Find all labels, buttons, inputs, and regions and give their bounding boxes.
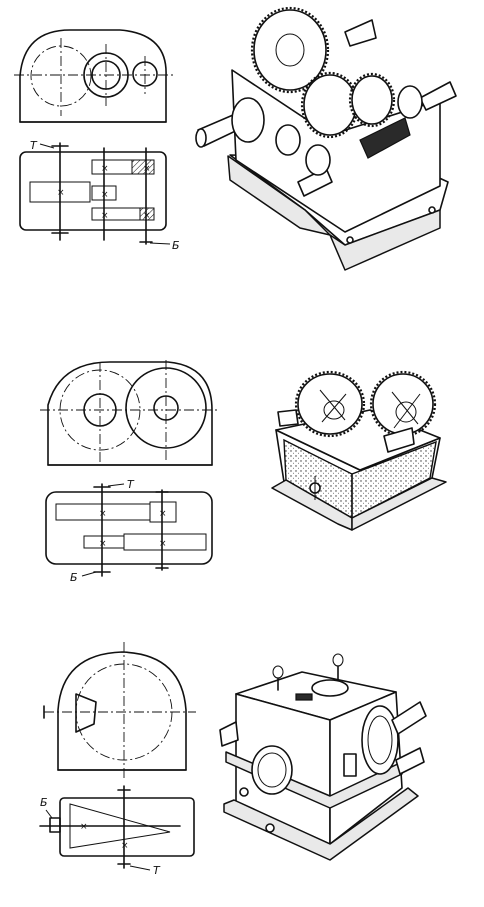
reducer-1-label-b: Б [172,239,180,252]
svg-text:×: × [101,211,109,221]
reducer-3-illustration [219,653,427,861]
reducer-3: × × Б T [39,642,427,877]
reducer-1-label-t: T [30,139,38,152]
svg-text:×: × [101,164,109,174]
reducer-1-kinematic-scheme: × × × × × × T Б [19,139,180,252]
reducer-1: × × × × × × T Б [14,6,457,271]
svg-text:×: × [99,539,107,549]
reducer-3-label-b: Б [40,796,48,809]
svg-text:×: × [143,164,151,174]
reducer-2-label-t: T [127,478,135,491]
svg-text:×: × [80,822,88,832]
svg-text:×: × [143,211,151,221]
svg-text:×: × [99,509,107,519]
svg-text:×: × [57,188,65,198]
svg-text:×: × [121,841,129,851]
reducer-3-kinematic-scheme: × × Б T [39,785,195,877]
reducer-2-side-view [40,360,220,466]
reducer-1-side-view [14,29,176,123]
reducer-2-label-b: Б [70,571,78,584]
reducer-1-illustration [195,6,457,271]
reducer-2-illustration [271,370,447,531]
reducer-3-label-t: T [153,864,161,877]
svg-text:×: × [159,539,167,549]
reducer-2-kinematic-scheme: × × × × T Б [45,478,213,584]
reducer-3-side-view [43,642,196,780]
svg-text:×: × [101,190,109,200]
svg-text:×: × [159,509,167,519]
reducer-2: × × × × T Б [40,360,447,584]
